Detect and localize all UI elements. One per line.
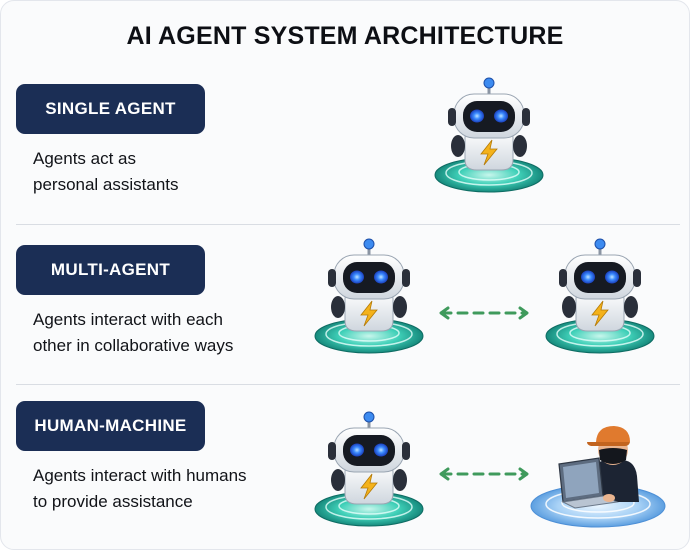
robot-icon (313, 237, 425, 355)
single-agent-label: SINGLE AGENT (16, 84, 205, 134)
description-line: Agents interact with humans (33, 466, 247, 485)
description-line: personal assistants (33, 175, 179, 194)
robot-icon (313, 410, 425, 528)
human-machine-label: HUMAN-MACHINE (16, 401, 205, 451)
description-line: other in collaborative ways (33, 336, 234, 355)
human-machine-description: Agents interact with humans to provide a… (33, 463, 247, 515)
description-line: to provide assistance (33, 492, 193, 511)
description-line: Agents interact with each (33, 310, 223, 329)
single-agent-description: Agents act as personal assistants (33, 146, 179, 198)
multi-agent-label: MULTI-AGENT (16, 245, 205, 295)
bidirectional-arrow-icon (439, 467, 529, 481)
section-divider (16, 384, 680, 385)
diagram-title: AI AGENT SYSTEM ARCHITECTURE (126, 22, 564, 50)
robot-icon (433, 76, 545, 194)
robot-icon (544, 237, 656, 355)
section-divider (16, 224, 680, 225)
bidirectional-arrow-icon (439, 306, 529, 320)
human-at-laptop-icon (530, 426, 666, 528)
description-line: Agents act as (33, 149, 137, 168)
multi-agent-description: Agents interact with each other in colla… (33, 307, 233, 359)
